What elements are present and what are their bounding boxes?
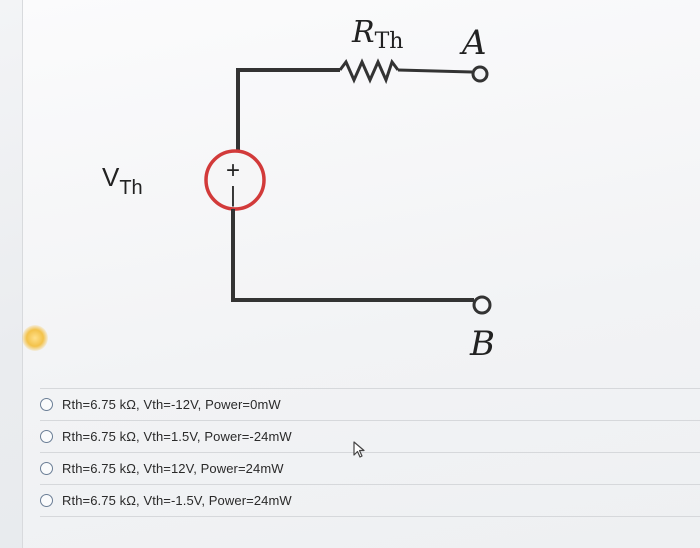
answer-option-3[interactable]: Rth=6.75 kΩ, Vth=12V, Power=24mW [40, 453, 700, 485]
option-label: Rth=6.75 kΩ, Vth=1.5V, Power=-24mW [62, 429, 292, 444]
answer-options: Rth=6.75 kΩ, Vth=-12V, Power=0mW Rth=6.7… [40, 388, 700, 517]
radio-button[interactable] [40, 462, 53, 475]
terminal-a-node [471, 65, 489, 83]
rth-label: RTh [351, 15, 403, 54]
answer-option-4[interactable]: Rth=6.75 kΩ, Vth=-1.5V, Power=24mW [40, 485, 700, 517]
option-label: Rth=6.75 kΩ, Vth=-12V, Power=0mW [62, 397, 281, 412]
mouse-pointer-icon [353, 441, 365, 458]
terminal-b-label: B [469, 324, 495, 364]
vth-label-sub: Th [119, 177, 142, 199]
option-label: Rth=6.75 kΩ, Vth=12V, Power=24mW [62, 461, 284, 476]
radio-button[interactable] [40, 430, 53, 443]
terminal-b-node [472, 295, 492, 315]
rth-label-main: R [351, 15, 375, 50]
vth-label-main: V [102, 162, 120, 192]
bottom-wire [231, 209, 474, 302]
vth-label: VTh [102, 162, 143, 199]
answer-option-1[interactable]: Rth=6.75 kΩ, Vth=-12V, Power=0mW [40, 388, 700, 421]
light-glare [22, 325, 48, 351]
option-label: Rth=6.75 kΩ, Vth=-1.5V, Power=24mW [62, 493, 292, 508]
wire-to-a [397, 68, 473, 74]
resistor-rth [338, 58, 400, 85]
radio-button[interactable] [40, 494, 53, 507]
rth-label-sub: Th [375, 29, 404, 54]
thevenin-circuit-diagram: + | VTh RTh A B [102, 15, 495, 364]
radio-button[interactable] [40, 398, 53, 411]
answer-option-2[interactable]: Rth=6.75 kΩ, Vth=1.5V, Power=-24mW [40, 421, 700, 453]
top-wire [236, 68, 340, 162]
terminal-a-label: A [459, 23, 487, 63]
source-minus-sign: | [230, 182, 236, 207]
source-plus-sign: + [226, 157, 240, 184]
